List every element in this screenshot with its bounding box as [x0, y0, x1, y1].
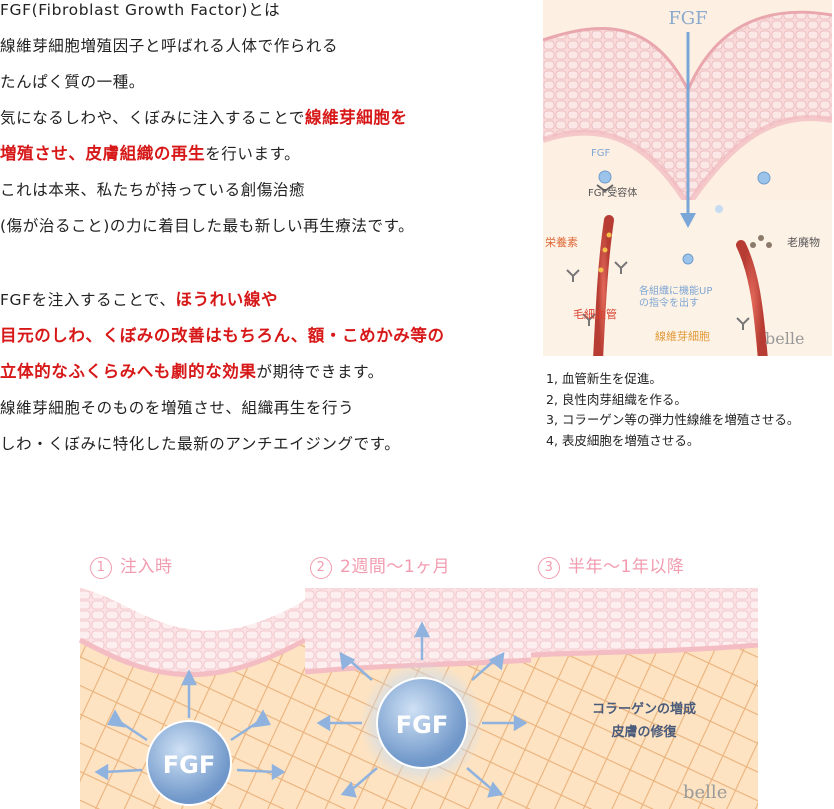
- stage-3-title: 3 半年〜1年以降: [538, 552, 684, 579]
- intro-line-8a: FGFを注入することで、: [0, 291, 176, 309]
- note-item: 3, コラーゲン等の弾力性線維を増殖させる。: [546, 412, 800, 427]
- clinic-logo: belle: [765, 329, 804, 348]
- receptor-dot-icon: [757, 171, 771, 185]
- intro-line-8: FGFを注入することで、ほうれい線や: [0, 290, 278, 310]
- stage-1-number: 1: [90, 557, 112, 579]
- intro-line-4: 気になるしわや、くぼみに注入することで線維芽細胞を: [0, 108, 408, 128]
- intro-line-5b: を行います。: [205, 145, 301, 163]
- fgf-sphere-1: [146, 720, 232, 806]
- treatment-stages-illustration: FGF FGF コラーゲンの増成 皮膚の修復 belle: [78, 588, 758, 809]
- stage-2-label: 2週間〜1ヶ月: [340, 557, 451, 577]
- note-item: 4, 表皮細胞を増殖させる。: [546, 432, 700, 448]
- fgf-small-label: FGF: [591, 148, 611, 159]
- instruction-label-2: の指令を出す: [639, 296, 699, 309]
- emphasis-eyes-forehead: 目元のしわ、くぼみの改善はもちろん、額・こめかみ等の: [0, 326, 445, 345]
- fgf-mechanism-diagram: FGF FGF FGF受容体 栄養素 老廃物 毛細血管 各組織に機能UP の指令…: [543, 0, 832, 356]
- intro-line-2: 線維芽細胞増殖因子と呼ばれる人体で作られる: [0, 37, 339, 55]
- fgf-top-label: FGF: [668, 8, 707, 29]
- stage-3-number: 3: [538, 557, 560, 579]
- stage-2-title: 2 2週間〜1ヶ月: [310, 552, 450, 579]
- capillary-label: 毛細血管: [573, 307, 617, 321]
- intro-line-10: 立体的なふくらみへも劇的な効果が期待できます。: [0, 362, 384, 382]
- emphasis-regeneration: 増殖させ、皮膚組織の再生: [0, 144, 206, 163]
- receptor-icon: [596, 170, 614, 193]
- nutrient-label: 栄養素: [545, 235, 578, 249]
- fibroblast-label: 線維芽細胞: [655, 329, 710, 343]
- note-item: 1, 血管新生を促進。: [546, 371, 662, 386]
- intro-line-11: 線維芽細胞そのものを増殖させ、組織再生を行う: [0, 399, 355, 417]
- collagen-increase-label: コラーゲンの増成: [592, 701, 696, 717]
- intro-line-7: (傷が治ること)の力に着目した最も新しい再生療法です。: [0, 217, 415, 235]
- intro-line-10b: が期待できます。: [256, 363, 384, 381]
- intro-line-3: たんぱく質の一種。: [0, 73, 145, 91]
- fgf-sphere-2-label: FGF: [396, 711, 449, 739]
- effect-notes: 1, 血管新生を促進。 2, 良性肉芽組織を作る。 3, コラーゲン等の弾力性線…: [546, 369, 799, 451]
- stage-1-title: 1 注入時: [90, 552, 173, 579]
- waste-label: 老廃物: [787, 235, 820, 249]
- emphasis-nasolabial: ほうれい線や: [175, 290, 279, 309]
- note-item: 2, 良性肉芽組織を作る。: [546, 391, 687, 407]
- intro-line-6: これは本来、私たちが持っている創傷治癒: [0, 181, 306, 199]
- intro-line-12: しわ・くぼみに特化した最新のアンチエイジングです。: [0, 435, 401, 453]
- fibroblast-signal-icon: [682, 253, 694, 265]
- intro-line-4a: 気になるしわや、くぼみに注入することで: [0, 109, 305, 127]
- receptor-label: FGF受容体: [588, 186, 637, 199]
- clinic-logo-bottom: belle: [683, 782, 727, 803]
- fgf-sphere-1-label: FGF: [163, 751, 216, 779]
- intro-line-5: 増殖させ、皮膚組織の再生を行います。: [0, 144, 300, 164]
- stage-3-label: 半年〜1年以降: [568, 557, 685, 577]
- stage-1-label: 注入時: [120, 557, 173, 577]
- emphasis-fibroblast: 線維芽細胞を: [304, 108, 408, 127]
- fgf-dot-icon: [715, 205, 723, 213]
- fgf-sphere-2: [376, 677, 468, 769]
- emphasis-volume: 立体的なふくらみへも劇的な効果: [0, 362, 257, 381]
- instruction-label-1: 各組織に機能UP: [639, 284, 712, 297]
- stage-2-number: 2: [310, 557, 332, 579]
- intro-line-1: FGF(Fibroblast Growth Factor)とは: [0, 1, 281, 19]
- skin-repair-label: 皮膚の修復: [610, 724, 677, 740]
